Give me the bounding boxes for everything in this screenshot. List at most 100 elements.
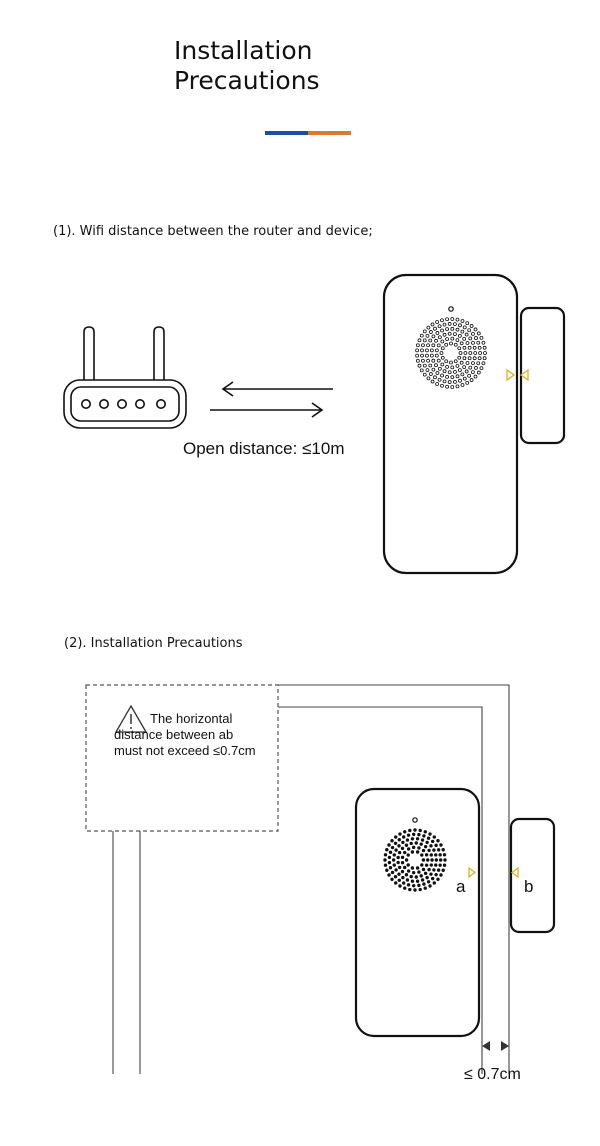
grille-dot [401,840,405,845]
grille-dot [404,843,409,847]
grille-dot [455,338,460,343]
grille-dot [397,850,402,855]
grille-dot [404,873,409,877]
grille-dot [404,858,409,862]
grille-dot [403,850,407,855]
grille-dot [453,342,458,347]
grille-dot [445,384,450,389]
grille-dot [392,863,396,867]
arrow-right-icon [210,402,324,418]
speaker-grille-icon [383,828,447,892]
grille-dot [440,373,444,378]
grille-dot [401,875,405,880]
grille-dot [450,385,455,389]
grille-dot [467,328,472,333]
grille-dot [406,869,411,873]
grille-dot [457,355,462,360]
grille-dot [453,332,457,336]
grille-dot [428,884,432,888]
grille-dot [383,863,388,867]
accent-bar-orange [308,131,351,135]
grille-dot [465,341,470,345]
grille-dot [460,372,465,377]
warning-line-rest: distance between ab must not exceed ≤0.7… [114,727,256,758]
warning-icon [114,704,148,733]
grille-dot [469,324,474,328]
grille-dot [387,860,392,865]
grille-dot [390,839,394,843]
grille-dot [414,841,418,845]
grille-dot [411,870,416,875]
grille-dot [421,848,426,853]
grille-dot [473,374,478,379]
grille-dot [450,365,455,370]
grille-dot [423,830,427,834]
grille-dot [423,886,427,890]
grille-dot [445,327,449,332]
grille-dot [410,866,415,870]
grille-dot [426,880,431,884]
grille-dot [394,881,398,885]
grille-dot [421,858,426,862]
grille-dot [426,858,430,862]
page-title: Installation Precautions [174,36,320,96]
grille-dot [459,360,464,365]
grille-dot [387,843,391,847]
grille-dot [436,868,441,872]
grille-dot [447,370,452,375]
grille-dot [425,840,429,845]
grille-dot [418,828,422,833]
grille-dot [481,361,486,366]
grille-dot [437,377,442,382]
grille-dot [442,322,447,327]
warning-line-1: The horizontal [150,711,233,726]
grille-dot [401,881,406,885]
gap-label: ≤ 0.7cm [464,1066,521,1083]
label-a: a [456,877,466,896]
grille-dot [419,874,423,878]
grille-dot [435,320,439,324]
grille-dot [392,853,396,857]
grille-dot [427,848,431,853]
grille-dot [428,832,432,836]
grille-dot [453,359,458,364]
grille-dot [417,846,421,850]
grille-dot [482,356,487,361]
grille-dot [398,832,402,836]
magnet-marker-icon [510,866,519,879]
grille-dot [444,342,449,347]
grille-dot [400,869,405,874]
grille-dot [432,835,436,839]
grille-dot [388,865,393,870]
arrow-right-icon [501,1041,509,1051]
grille-dot [476,331,481,336]
grille-dot [473,351,478,355]
grille-dot [431,343,436,348]
grille-dot [425,368,430,373]
grille-dot [457,333,462,338]
grille-dot [450,336,455,341]
grille-dot [439,351,444,355]
grille-dot [434,853,438,857]
door-sensor-unit-a [354,787,481,1038]
grille-dot [383,858,387,862]
grille-dot [385,848,389,852]
grille-dot [468,336,473,341]
grille-dot [471,361,475,366]
grille-dot [462,376,467,381]
grille-dot [424,853,429,857]
grille-dot [474,336,478,340]
grille-dot [405,838,410,842]
grille-dot [467,356,472,361]
section-2-label: (2). Installation Precautions [64,636,243,651]
grille-dot [479,336,484,340]
grille-dot [471,340,475,345]
grille-dot [410,850,415,854]
grille-dot [474,366,478,370]
grille-dot [397,878,401,883]
grille-dot [447,322,452,326]
section-1-label: (1). Wifi distance between the router an… [53,224,373,239]
grille-dot [433,326,437,331]
grille-dot [437,366,442,371]
grille-dot [428,372,433,376]
